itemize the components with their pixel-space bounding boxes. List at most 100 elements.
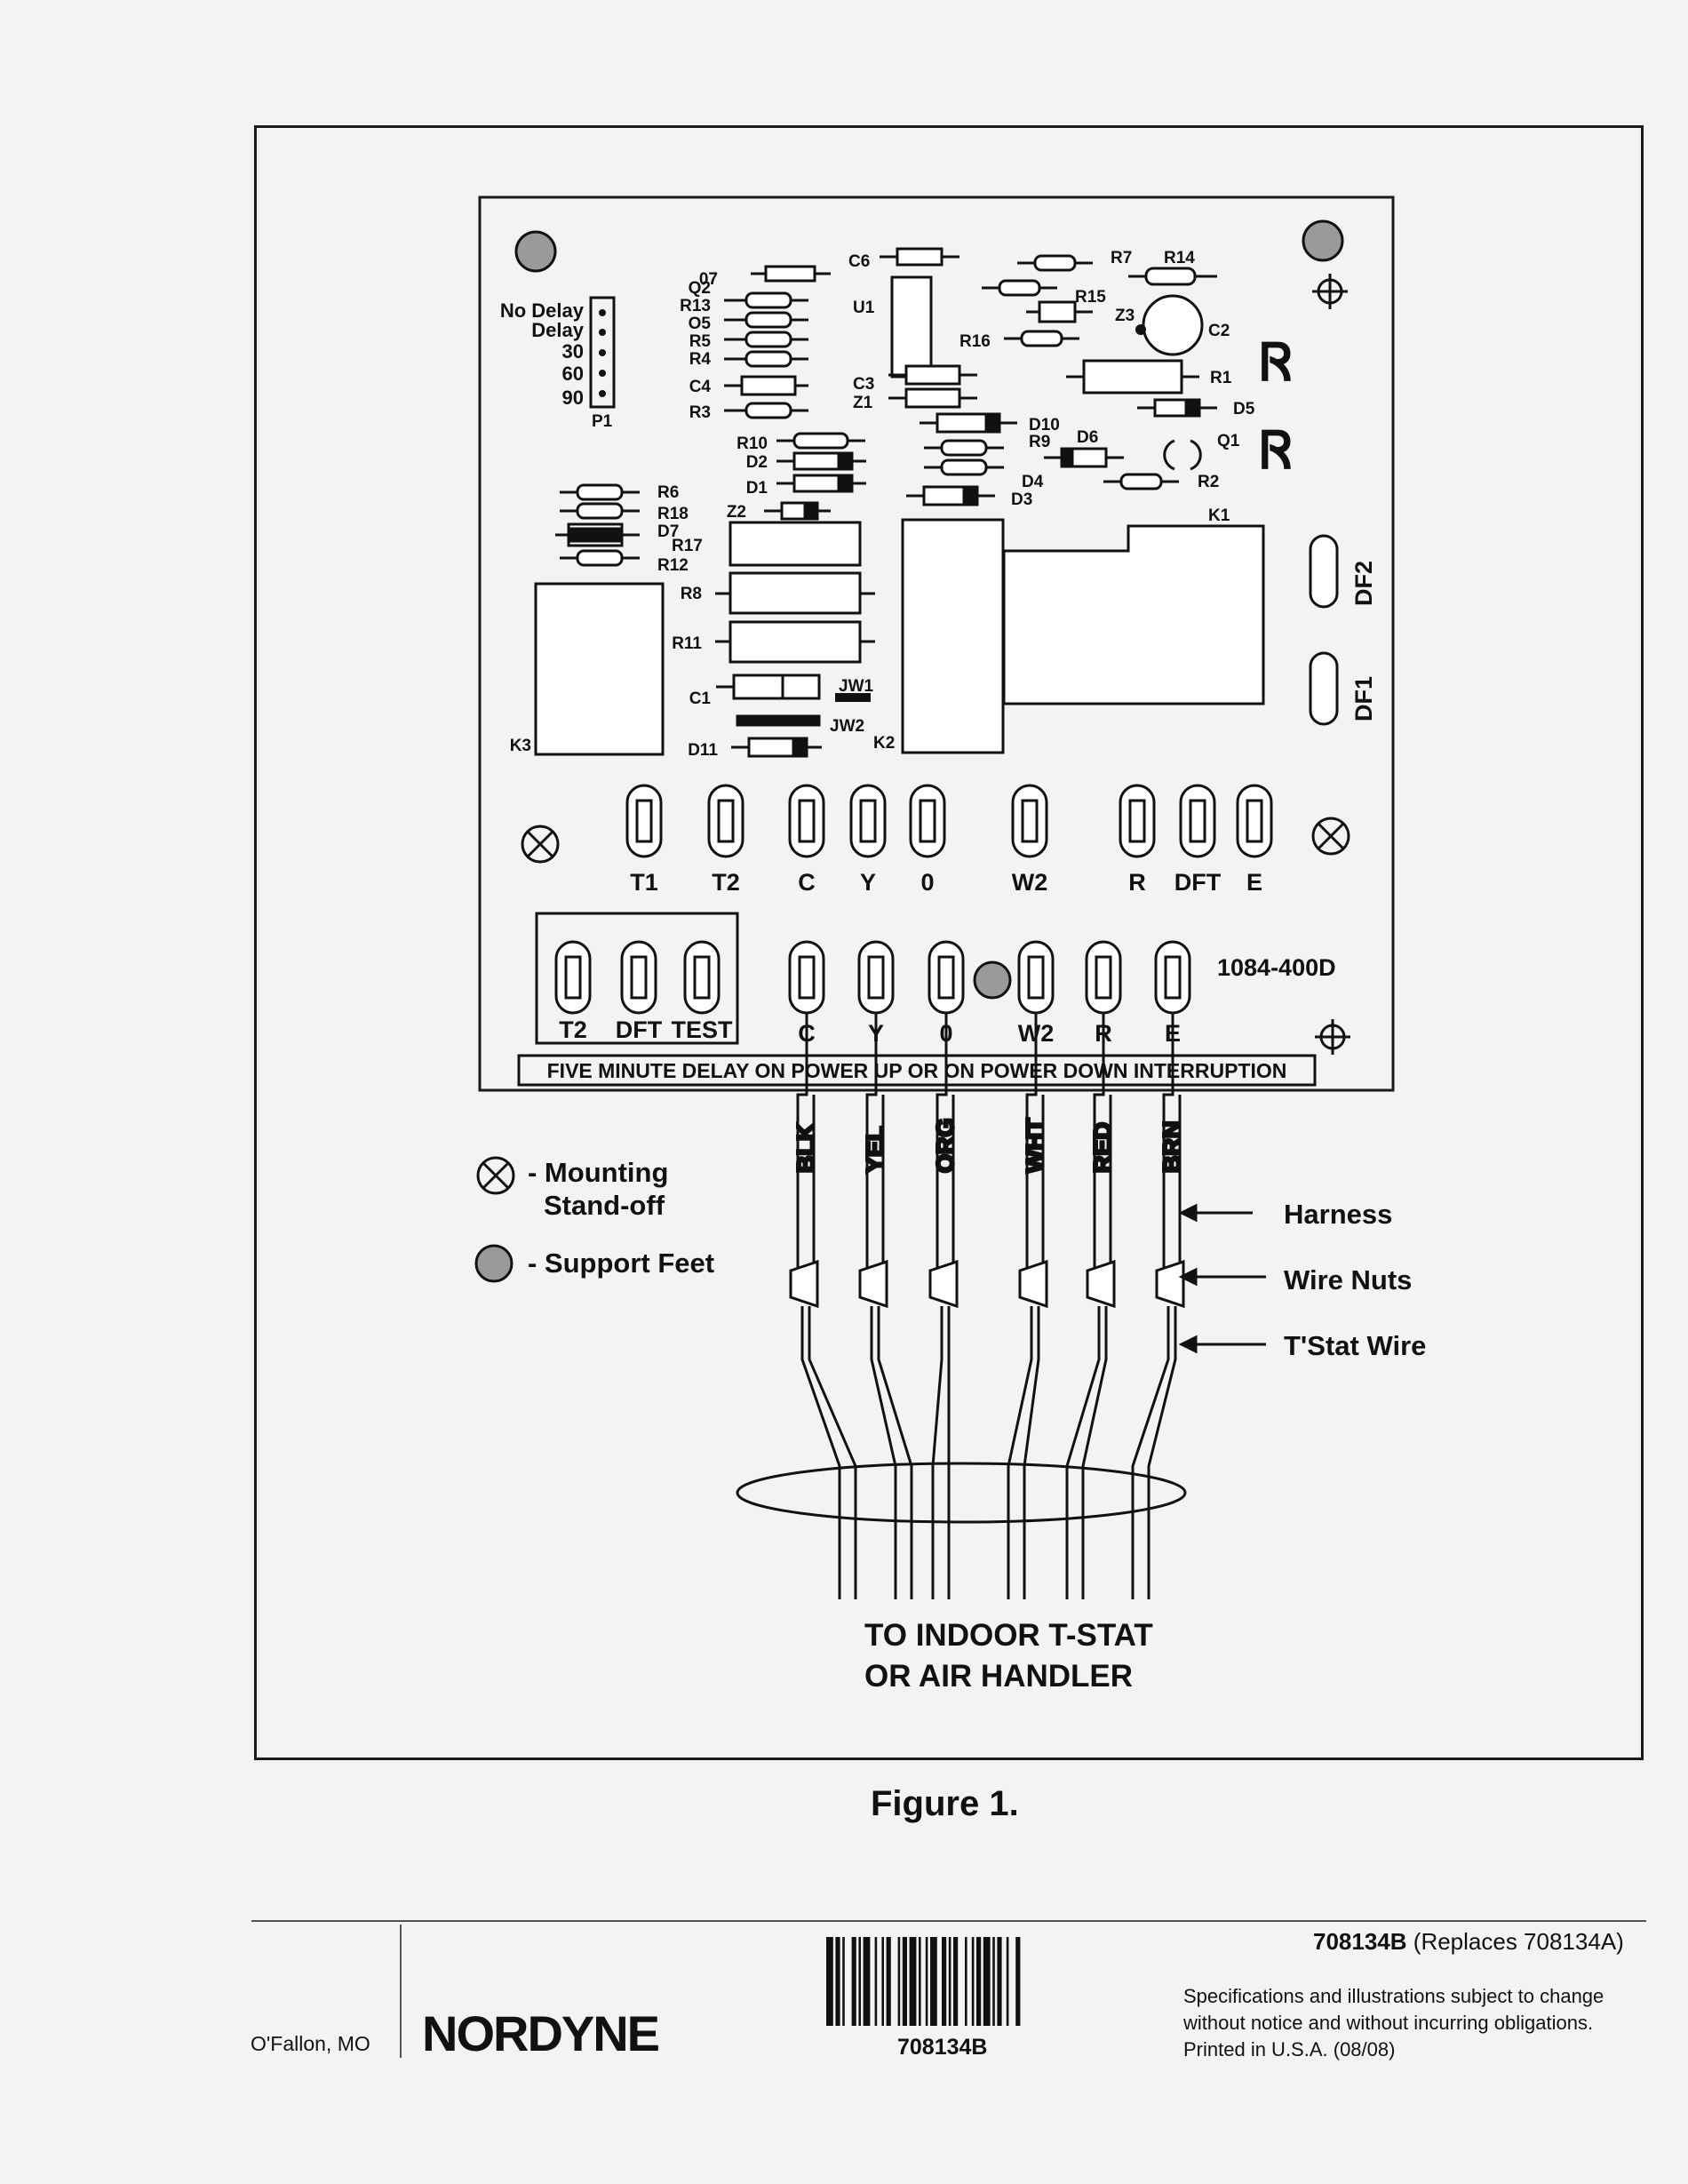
barcode-bar xyxy=(881,1937,884,2026)
wire-label-red: RED xyxy=(1089,1122,1116,1173)
barcode-bar xyxy=(842,1937,845,2026)
label-r1: R1 xyxy=(1210,369,1232,387)
relay-k3 xyxy=(534,582,665,756)
terminal-top-y-label: Y xyxy=(860,869,876,896)
capacitor-c1 xyxy=(716,674,821,727)
test-terminal-block xyxy=(535,912,739,1045)
pad-df2 xyxy=(1309,534,1339,609)
label-r18: R18 xyxy=(657,505,689,523)
resistor-r9-stack xyxy=(924,439,1004,476)
label-d7: D7 xyxy=(657,522,679,541)
footer-city: O'Fallon, MO xyxy=(251,2032,370,2055)
barcode-bar xyxy=(1015,1937,1021,2026)
barcode-bar xyxy=(897,1937,901,2026)
label-q2: Q2 xyxy=(689,279,711,298)
terminal-test-dft-label: DFT xyxy=(616,1016,663,1043)
terminal-top-e-label: E xyxy=(1246,869,1262,896)
diode-stack-d xyxy=(764,432,866,521)
wire-wht: WHT xyxy=(1007,1013,1050,1599)
terminal-test-t2: T2 xyxy=(554,940,592,1043)
document-number: 708134B (Replaces 708134A) xyxy=(1313,1928,1624,1956)
barcode-bar xyxy=(948,1937,951,2026)
terminal-top-r-label: R xyxy=(1128,869,1146,896)
terminal-top-0: 0 xyxy=(909,784,946,896)
barcode-bar xyxy=(942,1937,947,2026)
relay-k2 xyxy=(901,518,1005,754)
barcode-bar xyxy=(997,1937,1002,2026)
resistor-r16 xyxy=(1004,330,1079,347)
footer-divider xyxy=(251,1920,1646,1922)
transistor-q1 xyxy=(1163,439,1175,471)
barcode-bar xyxy=(858,1937,861,2026)
label-c6: C6 xyxy=(848,252,870,271)
specs-line-3: Printed in U.S.A. (08/08) xyxy=(1183,2038,1396,2060)
terminal-top-e: E xyxy=(1236,784,1273,896)
brand-logo: NORDYNE xyxy=(422,2005,660,2061)
barcode-bar xyxy=(925,1937,928,2026)
barcode-bar xyxy=(919,1937,921,2026)
label-c4: C4 xyxy=(689,378,712,396)
terminal-harness-y: Y xyxy=(857,940,895,1047)
resistor-r15 xyxy=(982,279,1057,297)
barcode-bar xyxy=(874,1937,878,2026)
specs-line-2: without notice and without incurring obl… xyxy=(1183,2012,1594,2034)
terminal-harness-w2: W2 xyxy=(1017,940,1055,1047)
terminal-test-test: TEST xyxy=(671,940,733,1043)
terminal-top-t1: T1 xyxy=(625,784,663,896)
specs-line-1: Specifications and illustrations subject… xyxy=(1183,1985,1604,2007)
barcode-bar xyxy=(965,1937,967,2026)
document-number-value: 708134B xyxy=(1313,1928,1407,1955)
callout-arrows xyxy=(1178,1203,1266,1354)
wire-label-org: ORG xyxy=(932,1118,959,1173)
label-d11: D11 xyxy=(688,741,718,760)
label-c2: C2 xyxy=(1208,322,1230,340)
barcode-bar xyxy=(902,1937,907,2026)
label-d1: D1 xyxy=(746,479,768,498)
diode-z3 xyxy=(1026,300,1093,323)
label-d6: D6 xyxy=(1077,428,1098,447)
barcode xyxy=(826,1937,1021,2026)
label-r12: R12 xyxy=(657,556,689,575)
terminal-top-0-label: 0 xyxy=(920,869,934,896)
label-z3: Z3 xyxy=(1115,307,1135,325)
wire-org: ORG xyxy=(928,1013,960,1599)
resistor-r8-r11 xyxy=(715,521,875,664)
label-d10: D10 xyxy=(1029,416,1060,434)
terminal-top-y: Y xyxy=(849,784,887,896)
terminal-test-dft: DFT xyxy=(616,940,663,1043)
barcode-bar xyxy=(953,1937,959,2026)
label-r14: R14 xyxy=(1164,249,1195,267)
diode-d6 xyxy=(1044,447,1124,468)
capacitor-c3 xyxy=(888,364,977,409)
label-r16: R16 xyxy=(959,332,991,351)
capacitor-c2 xyxy=(1142,294,1204,356)
label-r2: R2 xyxy=(1198,473,1219,491)
control-board xyxy=(478,195,1395,1092)
support-feet-legend-icon xyxy=(474,1244,514,1283)
document-replaces: (Replaces 708134A) xyxy=(1413,1928,1624,1955)
p1-option-delay: Delay xyxy=(531,319,584,341)
target-mark-bottom xyxy=(1315,1019,1350,1055)
model-number: 1084-400D xyxy=(1217,954,1336,981)
wire-label-yel: YEL xyxy=(862,1126,888,1173)
barcode-bar xyxy=(971,1937,975,2026)
barcode-bar xyxy=(930,1937,937,2026)
callout-wire-nuts: Wire Nuts xyxy=(1284,1264,1412,1295)
jumper-jw1 xyxy=(835,693,871,702)
resistor-r1 xyxy=(1066,359,1199,395)
label-d2: D2 xyxy=(746,453,768,472)
specs-notice: Specifications and illustrations subject… xyxy=(1183,1983,1645,2063)
legend-support-feet: - Support Feet xyxy=(528,1247,714,1279)
p1-option-30: 30 xyxy=(562,340,584,363)
capacitor-c6 xyxy=(880,247,959,267)
terminal-top-dft: DFT xyxy=(1174,784,1222,896)
label-u1: U1 xyxy=(853,299,875,317)
figure-frame xyxy=(254,125,1644,1760)
terminal-top-c-label: C xyxy=(798,869,816,896)
resistor-r7 xyxy=(1017,254,1093,272)
label-c3: C3 xyxy=(853,375,874,394)
label-k1: K1 xyxy=(1208,506,1230,525)
p1-label: P1 xyxy=(592,412,613,431)
